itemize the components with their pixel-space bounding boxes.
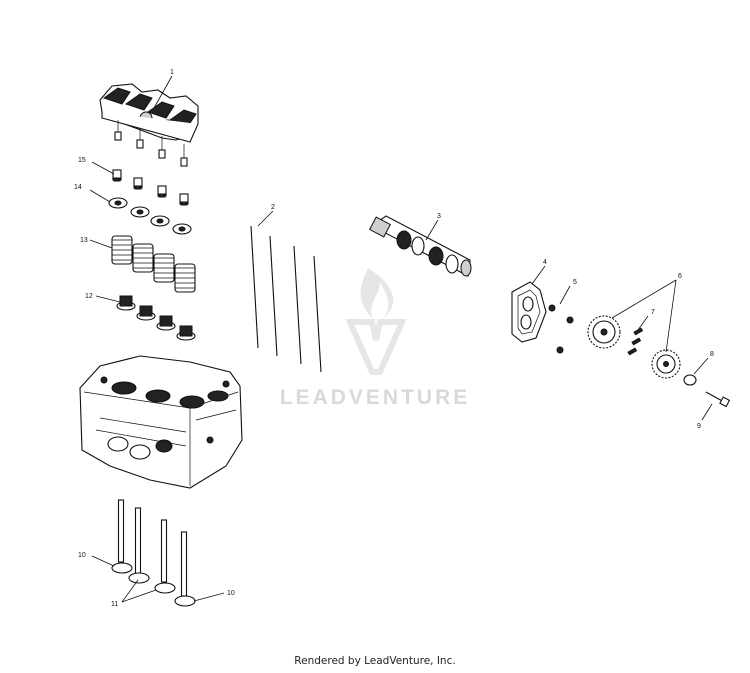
rocker-arm-assembly xyxy=(99,83,199,167)
callout-6: 6 xyxy=(678,273,682,280)
callout-13: 13 xyxy=(80,237,88,244)
cylinder-head xyxy=(79,355,243,489)
callout-4: 4 xyxy=(543,259,547,266)
valve-springs xyxy=(111,235,196,293)
callout-3: 3 xyxy=(437,213,441,220)
callout-1: 1 xyxy=(170,69,174,76)
leader-lines xyxy=(89,75,713,603)
callout-7: 7 xyxy=(651,309,655,316)
washer xyxy=(683,374,697,386)
callout-10-left: 10 xyxy=(78,552,86,559)
footer-credit: Rendered by LeadVenture, Inc. xyxy=(294,655,456,667)
callout-10-right: 10 xyxy=(227,590,235,597)
callout-2: 2 xyxy=(271,204,275,211)
cam-cover-gasket xyxy=(511,281,547,343)
callout-12: 12 xyxy=(85,293,93,300)
callout-11: 11 xyxy=(111,601,118,608)
gear-bolt xyxy=(705,391,731,408)
callout-labels: 1 2 3 4 5 6 7 8 9 10 10 11 12 13 14 15 xyxy=(74,69,714,608)
valve-stem-seals xyxy=(116,295,196,341)
cam-gears xyxy=(587,315,681,379)
camshaft xyxy=(368,215,472,277)
callout-5: 5 xyxy=(573,279,577,286)
bolts xyxy=(548,304,574,354)
callout-8: 8 xyxy=(710,351,714,358)
callout-14: 14 xyxy=(74,184,82,191)
valves xyxy=(111,499,196,607)
adjuster-nuts xyxy=(112,169,189,206)
spring-retainers xyxy=(108,197,192,235)
keys xyxy=(627,327,644,356)
watermark-text: LEADVENTURE xyxy=(280,386,471,409)
push-rods xyxy=(250,225,322,373)
callout-15: 15 xyxy=(78,157,86,164)
callout-9: 9 xyxy=(697,423,701,430)
leadventure-watermark-logo xyxy=(345,268,407,375)
